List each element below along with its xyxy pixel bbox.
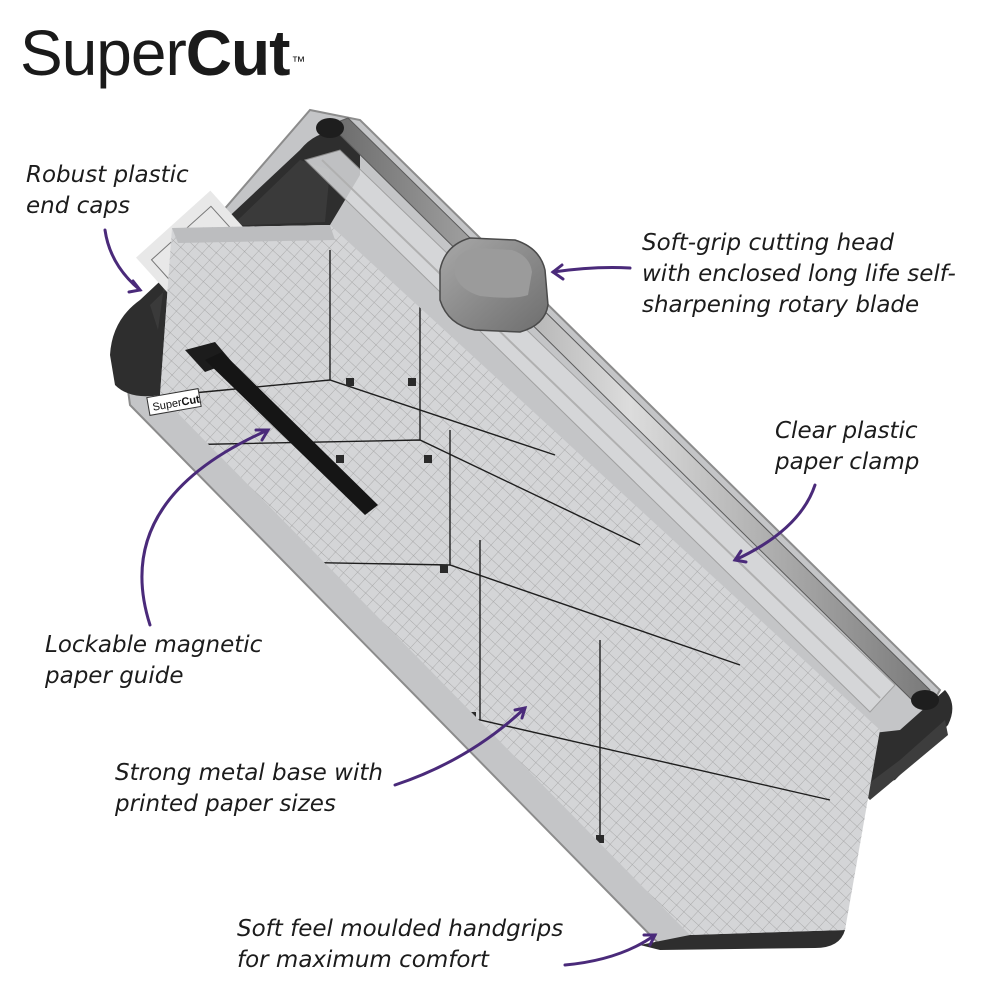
brand-name-bold: Cut (185, 17, 291, 89)
callout-handgrips: Soft feel moulded handgrips for maximum … (237, 914, 563, 976)
callout-end-caps-line1: Robust plastic (26, 162, 189, 188)
arrow-paper-clamp (733, 483, 817, 562)
callout-handgrips-line2: for maximum comfort (237, 947, 489, 973)
ruler-strip (172, 225, 335, 243)
arrow-metal-base-head (513, 706, 528, 720)
callout-cutting-head-line2: with enclosed long life self- (642, 261, 956, 287)
cutting-head (439, 237, 549, 333)
callout-cutting-head-line3: sharpening rotary blade (642, 292, 920, 318)
callout-metal-base-line1: Strong metal base with (115, 760, 383, 786)
callout-metal-base: Strong metal base with printed paper siz… (115, 758, 383, 820)
callout-end-caps: Robust plastic end caps (26, 160, 189, 222)
callout-handgrips-line1: Soft feel moulded handgrips (237, 916, 564, 942)
callout-paper-guide-line1: Lockable magnetic (45, 632, 263, 658)
arrow-handgrips (563, 933, 657, 967)
callout-cutting-head-line1: Soft-grip cutting head (642, 230, 895, 256)
arrow-cutting-head (551, 266, 632, 274)
trademark-symbol: ™ (291, 53, 305, 69)
arrow-paper-guide-head (254, 428, 271, 442)
arrow-end-caps-head (127, 279, 143, 294)
arrow-metal-base (393, 706, 527, 787)
arrow-paper-guide (140, 428, 270, 627)
base-logo-plate (146, 388, 202, 416)
callout-paper-guide: Lockable magnetic paper guide (45, 630, 262, 692)
callout-paper-clamp-line1: Clear plastic (775, 418, 918, 444)
callout-cutting-head: Soft-grip cutting head with enclosed lon… (642, 228, 956, 321)
callout-paper-guide-line2: paper guide (45, 663, 184, 689)
arrow-paper-clamp-head (732, 549, 748, 564)
callout-metal-base-line2: printed paper sizes (115, 791, 336, 817)
callout-paper-clamp-line2: paper clamp (775, 449, 920, 475)
callout-paper-clamp: Clear plastic paper clamp (775, 416, 919, 478)
arrow-cutting-head-head (550, 263, 565, 281)
arrow-handgrips-head (642, 933, 658, 947)
brand-name-light: Super (20, 17, 187, 89)
magnetic-paper-guide (185, 342, 378, 515)
callout-end-caps-line2: end caps (26, 193, 130, 219)
